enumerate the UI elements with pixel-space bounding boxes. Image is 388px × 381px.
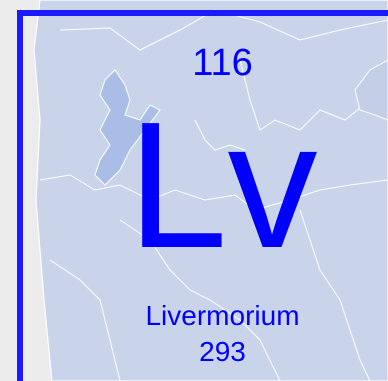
atomic-mass: 293	[199, 336, 246, 367]
element-name: Livermorium	[145, 300, 300, 331]
atomic-number: 116	[192, 42, 253, 84]
element-tile-border	[17, 10, 388, 381]
element-symbol: Lv	[127, 85, 318, 286]
